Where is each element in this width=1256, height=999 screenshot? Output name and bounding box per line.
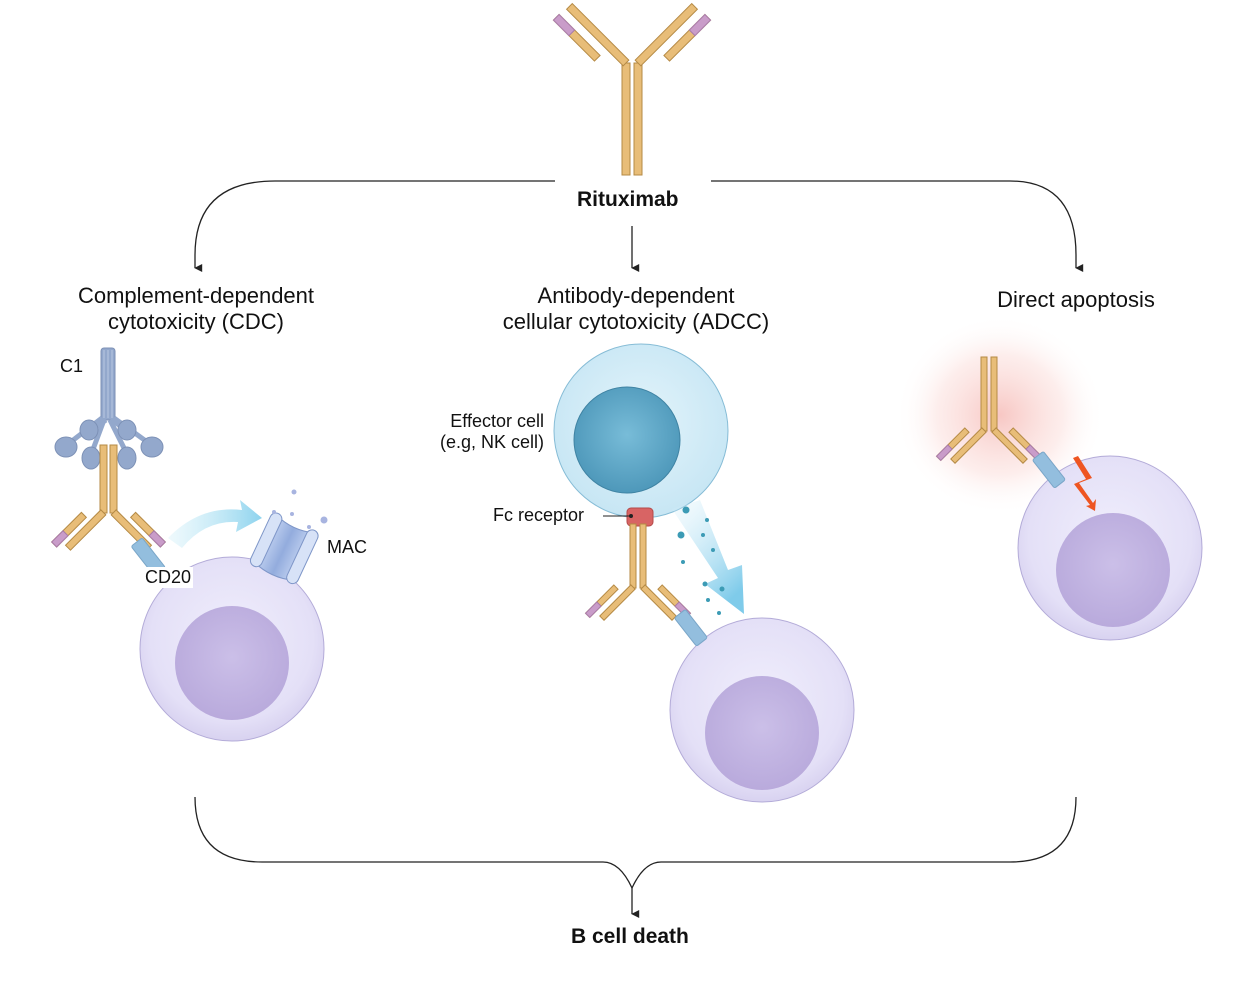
apoptosis-b-cell [1017,455,1203,641]
rituximab-antibody-icon [552,3,712,176]
effector-cell-label-line1: Effector cell [450,411,544,431]
effector-cell-label-line2: (e.g, NK cell) [439,432,544,453]
arrow-to-apoptosis [711,180,1084,272]
apoptosis-signal-lightning-icon [1073,456,1096,511]
cdc-antibody-icon [50,444,167,551]
apoptosis-b-cell-nucleus [1056,513,1170,627]
cd20-label: CD20 [143,567,194,589]
cdc-b-cell-nucleus [175,606,289,720]
effector-cell-label: Effector cell (e.g, NK cell) [408,411,544,453]
b-cell-death-label: B cell death [571,925,689,948]
fc-receptor-label: Fc receptor [493,505,585,525]
apoptosis-title: Direct apoptosis [997,287,1155,312]
cdc-activation-arrow [168,500,262,548]
adcc-antibody-icon [584,523,692,621]
rituximab-label: Rituximab [577,188,679,211]
cytotoxic-granules [677,506,725,615]
cdc-title-line2: cytotoxicity (CDC) [107,308,284,334]
adcc-title: Antibody-dependent cellular cytotoxicity… [470,283,802,335]
effector-cell [553,343,729,519]
cdc-title: Complement-dependent cytotoxicity (CDC) [52,283,340,335]
adcc-b-cell-nucleus [705,676,819,790]
adcc-title-line2: cellular cytotoxicity (ADCC) [502,308,770,334]
apoptosis-antibody-icon [935,356,1043,464]
effector-cell-nucleus [573,386,681,494]
adcc-cd20-icon [674,609,708,647]
adcc-b-cell [669,617,855,803]
cdc-title-line1: Complement-dependent [77,283,315,308]
convergence-brace [194,796,1077,890]
mac-particles [272,489,328,529]
mac-label: MAC [327,537,367,557]
cdc-b-cell [139,556,325,742]
cytotoxic-release-arrow [672,500,744,614]
apoptosis-cd20-icon [1032,451,1066,489]
adcc-title-line1: Antibody-dependent [537,283,735,308]
c1-label: C1 [60,356,84,376]
arrow-to-cdc [194,180,555,272]
mac-pore-icon [249,512,319,585]
c1-complement-icon [54,347,164,470]
